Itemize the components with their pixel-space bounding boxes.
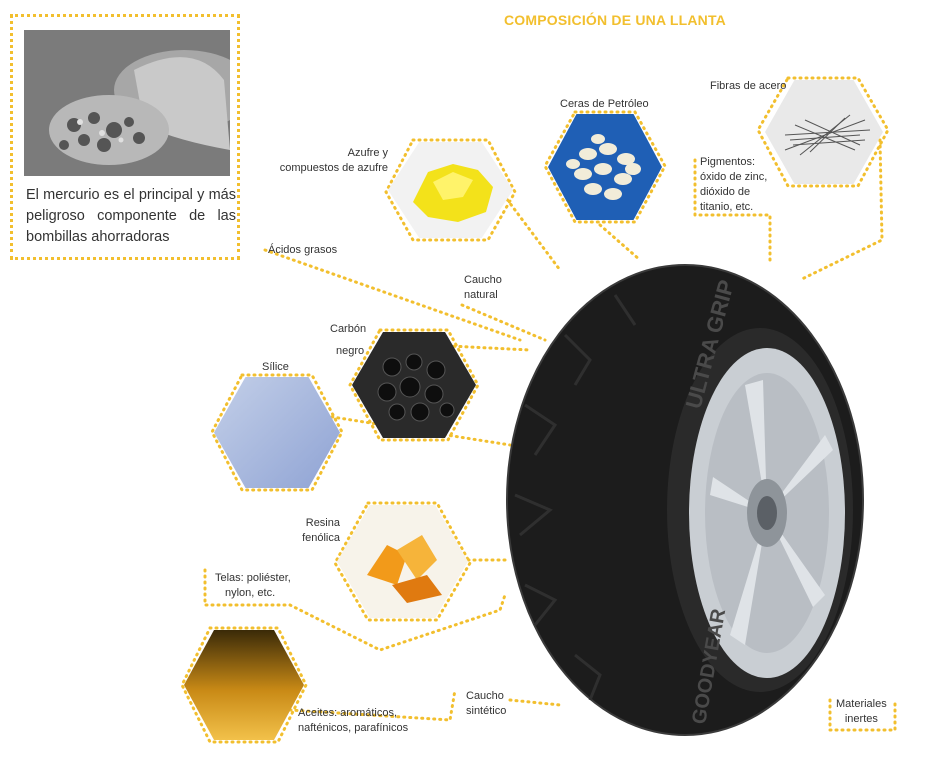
hex-outline-silice [210,373,344,492]
sulfur-image [388,142,513,238]
connector-telas [203,568,507,652]
label-caucho-natural: Caucho natural [464,274,502,301]
info-box [10,14,240,260]
label-carbon: Carbón negro [330,323,367,357]
silica-image [214,377,340,488]
label-silice: Sílice [262,361,289,373]
label-caucho-sintetico: Caucho sintético [466,690,507,717]
hex-outline-carbon [348,328,480,442]
connector-fibras [798,138,884,282]
label-azufre: Azufre y compuestos de azufre [279,147,388,174]
mercury-photo [24,30,230,176]
label-telas: Telas: poliéster, nylon, etc. [215,572,291,599]
label-materiales: Materiales inertes [836,698,887,725]
connector-caucho-sintetico [508,698,562,707]
petroleum-wax-image [548,114,662,220]
label-resina: Resina fenólica [302,517,340,544]
page-title: COMPOSICIÓN DE UNA LLANTA [504,12,726,28]
info-text: El mercurio es el principal y más peligr… [26,187,236,245]
label-acidos: Ácidos grasos [268,244,338,256]
label-aceites: Aceites: aromáticos, nafténicos, parafín… [298,707,409,734]
hex-outline-aceites [180,626,308,744]
connector-azufre [498,188,562,272]
connector-aceites [288,688,457,722]
hex-outline-ceras [543,110,667,224]
tire-image: ULTRA GRIP GOODYEAR [506,264,864,736]
connector-ceras [598,223,642,262]
label-fibras: Fibras de acero [710,80,787,92]
label-ceras: Ceras de Petróleo [560,98,649,110]
hex-outline-fibras [756,76,890,188]
hex-outline-azufre [384,138,517,242]
connector-pigmentos [693,158,772,267]
hand-holding-rocks-image [24,30,230,176]
steel-fibers-image [765,80,883,184]
label-pigmentos: Pigmentos: óxido de zinc, dióxido de tit… [700,156,768,213]
connector-materiales [828,698,897,732]
hex-outline-resina [333,501,472,622]
